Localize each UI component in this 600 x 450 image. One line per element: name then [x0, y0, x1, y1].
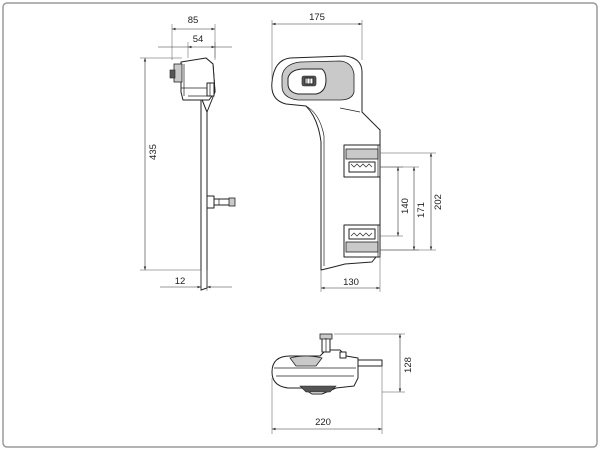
dim-label-175: 175: [309, 12, 325, 23]
dim-label-435: 435: [148, 144, 159, 160]
top-view: 128 220: [271, 333, 414, 434]
top-plate: [357, 359, 383, 367]
upper-bracket: [343, 144, 381, 178]
side-view: 85 54 435 12: [140, 15, 236, 291]
front-body: [271, 55, 381, 271]
dim-label-128: 128: [403, 357, 414, 373]
dim-label-140: 140: [400, 198, 411, 214]
dim-label-202: 202: [433, 194, 444, 210]
side-plate: [198, 91, 208, 291]
dim-label-12: 12: [175, 276, 186, 287]
dim-label-220: 220: [315, 417, 331, 428]
lower-bracket: [343, 224, 381, 258]
front-view: 175 202 171 140 130: [271, 12, 444, 292]
dim-label-85: 85: [188, 15, 199, 26]
dim-label-54: 54: [193, 34, 204, 45]
dim-label-130: 130: [343, 277, 359, 288]
side-bolt: [206, 195, 215, 209]
dim-label-171: 171: [416, 202, 427, 218]
